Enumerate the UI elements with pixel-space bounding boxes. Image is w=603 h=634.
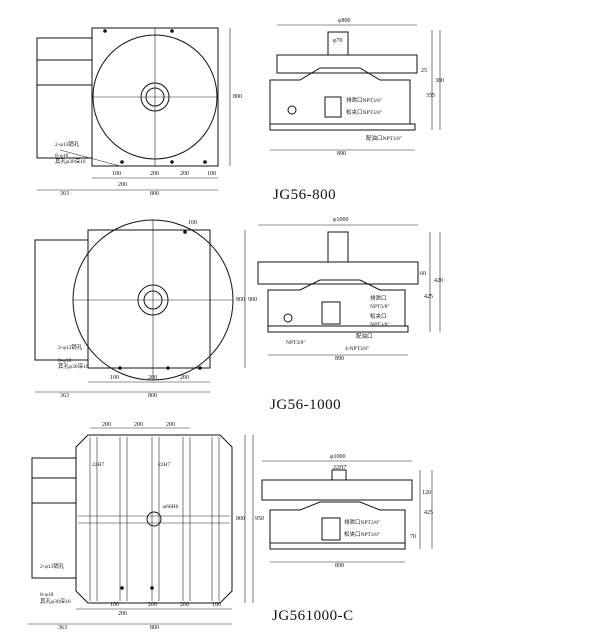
jg56-800-pitch-2: 200: [180, 171, 189, 177]
caption-jg56-800: JG56-800: [273, 187, 336, 203]
jg56-800-pitch-0: 100: [112, 171, 121, 177]
top-view-jg56-1000: 100 100 200 200 363 800 800 900 2-φ13销孔 …: [34, 219, 257, 399]
jg561000-c-h2: 425: [424, 510, 433, 516]
jg56-1000-h3: 420: [434, 278, 443, 284]
jg56-800-h2: 380: [435, 78, 444, 84]
jg56-800-side-dim: 363: [60, 191, 69, 197]
jg561000-c-right-dim: 950: [255, 516, 264, 522]
jg561000-c-center-dim: φ60H6: [163, 504, 179, 510]
jg56-1000-h1: 60: [420, 271, 426, 277]
jg56-1000-port-5: 配油口: [356, 332, 373, 340]
jg561000-c-shaft-dim: 22H7: [333, 465, 346, 471]
jg56-800-h1: 25: [421, 68, 427, 74]
jg561000-c-port-2: 松夹口NPT3/8": [344, 530, 380, 538]
jg561000-c-side-top-dim: φ1000: [330, 454, 345, 460]
jg561000-c-side-dim: 363: [58, 625, 67, 631]
jg561000-c-h1: 120: [422, 490, 431, 496]
jg56-800-pitch-4: 100: [207, 171, 216, 177]
jg56-1000-side-top-dim: φ1000: [333, 217, 348, 223]
side-view-jg56-1000: φ1000 60 425 420 890 排泄口 NPT3/8" 松夹口 NPT…: [257, 217, 443, 362]
jg561000-c-port-1: 排泄口NPT3/8": [344, 518, 380, 526]
model-jg56-1000: 100 100 200 200 363 800 800 900 2-φ13销孔 …: [34, 217, 443, 413]
jg56-1000-base-dim: 890: [335, 356, 344, 362]
jg56-800-height-dim: 800: [233, 94, 242, 100]
jg56-1000-pitch-0: 100: [110, 375, 119, 381]
jg56-800-port-1: 排泄口NPT3/8": [346, 96, 382, 104]
side-view-jg56-800: φ800 φ70 25 380 355 890 排泄口NPT3/8" 松夹口NP…: [269, 18, 444, 157]
jg561000-c-top-pitch-1: 200: [134, 422, 143, 428]
jg561000-c-sub-dim: 200: [118, 611, 127, 617]
jg56-1000-width-dim: 800: [148, 393, 157, 399]
jg56-1000-note-hole: 2-φ13销孔: [58, 343, 83, 351]
jg56-1000-h2: 425: [424, 294, 433, 300]
caption-jg561000-c: JG561000-C: [272, 608, 354, 624]
jg56-1000-side-dim: 363: [60, 393, 69, 399]
jg561000-c-height-dim: 800: [236, 516, 245, 522]
jg561000-c-h3: 70: [410, 534, 416, 540]
jg561000-c-bottom-pitch-0: 100: [110, 602, 119, 608]
model-jg56-800: 100 200 200 100 200 363 800 800 2-φ13销孔 …: [36, 18, 444, 203]
jg56-1000-port-2: NPT3/8": [370, 304, 390, 310]
caption-jg56-1000: JG56-1000: [270, 397, 341, 413]
jg56-1000-port-4: NPT3/8": [370, 322, 390, 328]
jg56-800-h3: 355: [426, 93, 435, 99]
jg56-1000-note-tap-2: 其孔φ30深16: [58, 362, 89, 370]
jg56-1000-port-3: 松夹口: [370, 312, 387, 320]
jg561000-c-bottom-pitch-1: 200: [148, 602, 157, 608]
jg561000-c-note-tap-2: 其孔φ30深16: [40, 597, 71, 605]
jg56-800-port-2: 松夹口NPT3/8": [346, 108, 382, 116]
jg56-800-sub-dim: 200: [118, 182, 127, 188]
jg56-1000-port-1: 排泄口: [370, 294, 387, 302]
jg561000-c-note-tap-1: 8-φ18: [40, 592, 54, 598]
jg56-800-pitch-1: 200: [150, 171, 159, 177]
top-view-jg561000-c: 200 200 200 100 200 200 100 200 363 800 …: [28, 422, 264, 631]
jg56-1000-height-dim: 800: [236, 297, 245, 303]
jg56-800-port-3: 配油口NPT3/8": [366, 134, 402, 142]
jg56-800-side-top-dim: φ800: [338, 18, 350, 24]
jg56-800-shaft-dim: φ70: [333, 38, 342, 44]
jg56-1000-right-dim: 900: [248, 297, 257, 303]
top-view-jg56-800: 100 200 200 100 200 363 800 800 2-φ13销孔 …: [36, 27, 242, 197]
jg561000-c-bottom-pitch-2: 200: [180, 602, 189, 608]
jg56-1000-port-6: NPT3/8": [286, 340, 306, 346]
jg561000-c-bottom-pitch-4: 100: [212, 602, 221, 608]
jg56-800-note-tap-2: 其孔φ30深16: [55, 157, 86, 165]
jg561000-c-base-dim: 890: [335, 563, 344, 569]
jg56-1000-pitch-1: 200: [148, 375, 157, 381]
jg56-1000-port-7: 4-NPT3/8": [345, 346, 369, 352]
jg561000-c-slot-1: 22H7: [92, 462, 104, 468]
jg56-1000-pitch-2: 200: [180, 375, 189, 381]
model-jg561000-c: 200 200 200 100 200 200 100 200 363 800 …: [28, 422, 433, 631]
jg56-800-width-dim: 800: [150, 191, 159, 197]
jg561000-c-note-hole: 2-φ13销孔: [40, 562, 65, 570]
jg561000-c-width-dim: 800: [150, 625, 159, 631]
jg56-800-note-tap-1: 8-φ18: [55, 153, 69, 159]
jg56-800-note-hole: 2-φ13销孔: [55, 140, 80, 148]
jg56-800-base-dim: 890: [337, 151, 346, 157]
jg56-1000-note-tap-1: 8-φ18: [58, 358, 72, 364]
jg56-1000-top-dim: 100: [188, 220, 197, 226]
jg561000-c-top-pitch-0: 200: [102, 422, 111, 428]
jg561000-c-top-pitch-2: 200: [166, 422, 175, 428]
jg561000-c-slot-2: 22H7: [158, 462, 170, 468]
side-view-jg561000-c: φ1000 22H7 120 425 70 890 排泄口NPT3/8" 松夹口…: [261, 454, 433, 569]
